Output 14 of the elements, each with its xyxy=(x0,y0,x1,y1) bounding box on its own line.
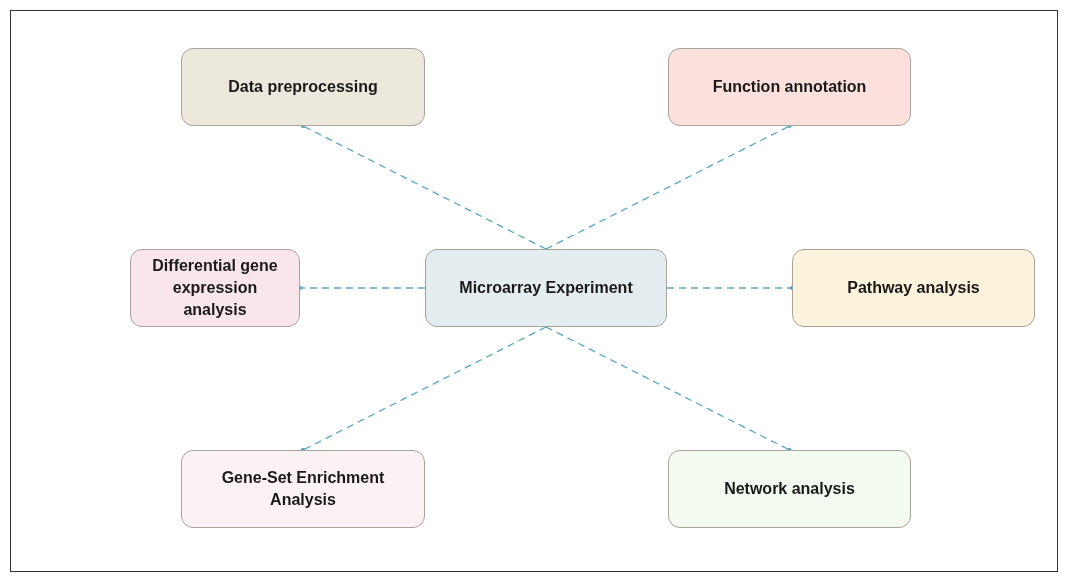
node-label: Microarray Experiment xyxy=(459,278,633,298)
rounded-box xyxy=(425,249,667,327)
rounded-box xyxy=(792,249,1035,327)
rounded-box xyxy=(181,48,425,126)
node-label: Function annotation xyxy=(712,77,867,97)
node-label: Gene-Set Enrichment Analysis xyxy=(220,468,386,510)
rounded-box xyxy=(668,450,911,528)
node-label: Pathway analysis xyxy=(847,278,980,298)
rounded-box xyxy=(130,249,300,327)
node-label: Differential gene expression analysis xyxy=(151,256,279,320)
rounded-box xyxy=(668,48,911,126)
node-label: Network analysis xyxy=(724,479,855,499)
node-label: Data preprocessing xyxy=(228,77,378,97)
rounded-box xyxy=(181,450,425,528)
